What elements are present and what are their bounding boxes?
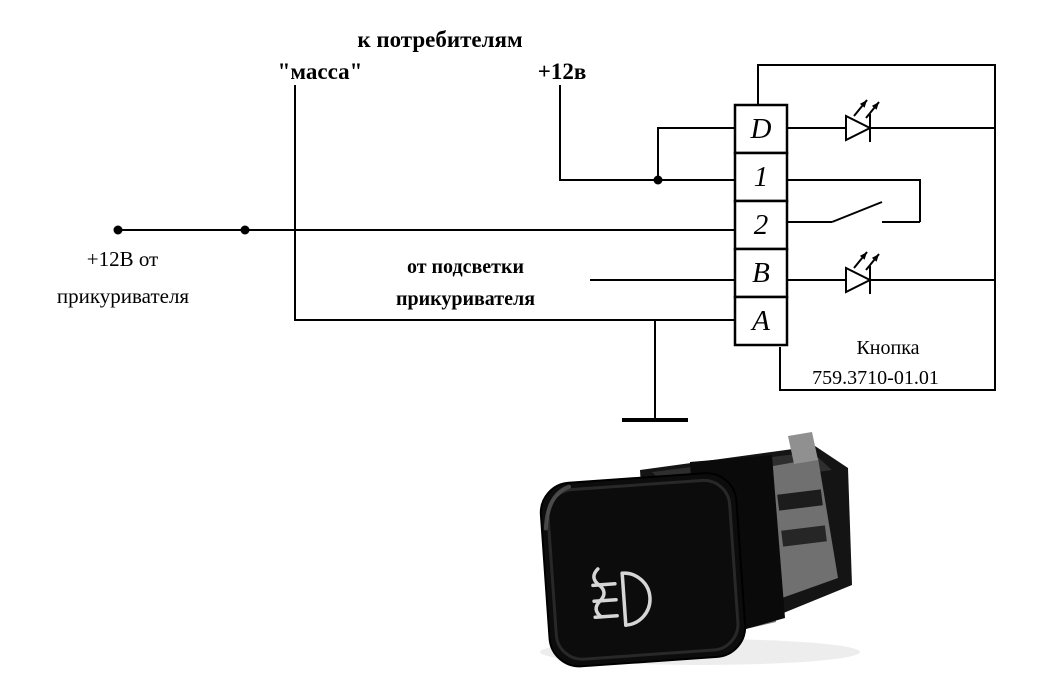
junction-dot-icon <box>653 175 663 185</box>
connector-block <box>733 103 789 347</box>
plus12-label: +12в <box>537 59 587 84</box>
connector-cell-d <box>733 103 789 155</box>
pin-label-b: B <box>752 257 770 289</box>
button-model-label: 759.3710-01.01 <box>812 367 939 389</box>
housing-outline <box>757 64 996 391</box>
lighter-source-label-line2: прикуривателя <box>56 284 190 308</box>
junction-dot-icon <box>113 225 123 235</box>
pin-label-1: 1 <box>753 161 769 193</box>
button-photo <box>539 432 860 668</box>
ground-wire <box>294 85 737 321</box>
led-icon <box>845 99 880 143</box>
plus12-wire <box>559 85 737 181</box>
ground-label: "масса" <box>277 59 363 84</box>
switch-contact-icon <box>787 179 921 223</box>
backlight-label-line1: от подсветки <box>406 256 525 278</box>
fog-light-icon <box>591 567 652 627</box>
connector-cell-b <box>733 247 789 299</box>
to-consumers-label: к потребителям <box>357 27 523 52</box>
backlight-label-line2: прикуривателя <box>395 288 536 310</box>
pin-d-branch-wire <box>657 127 737 180</box>
connector-cell-2 <box>733 199 789 251</box>
lighter-source-label-line1: +12В от <box>86 247 159 271</box>
connector-cell-a <box>733 295 789 347</box>
button-caption-label: Кнопка <box>856 337 920 359</box>
pin-label-a: A <box>752 305 770 337</box>
pin-label-d: D <box>750 113 772 145</box>
junction-dot-icon <box>240 225 250 235</box>
led-icon <box>845 251 880 295</box>
connector-tab <box>788 432 818 464</box>
button-cap <box>539 472 747 668</box>
pin-label-2: 2 <box>753 209 769 241</box>
